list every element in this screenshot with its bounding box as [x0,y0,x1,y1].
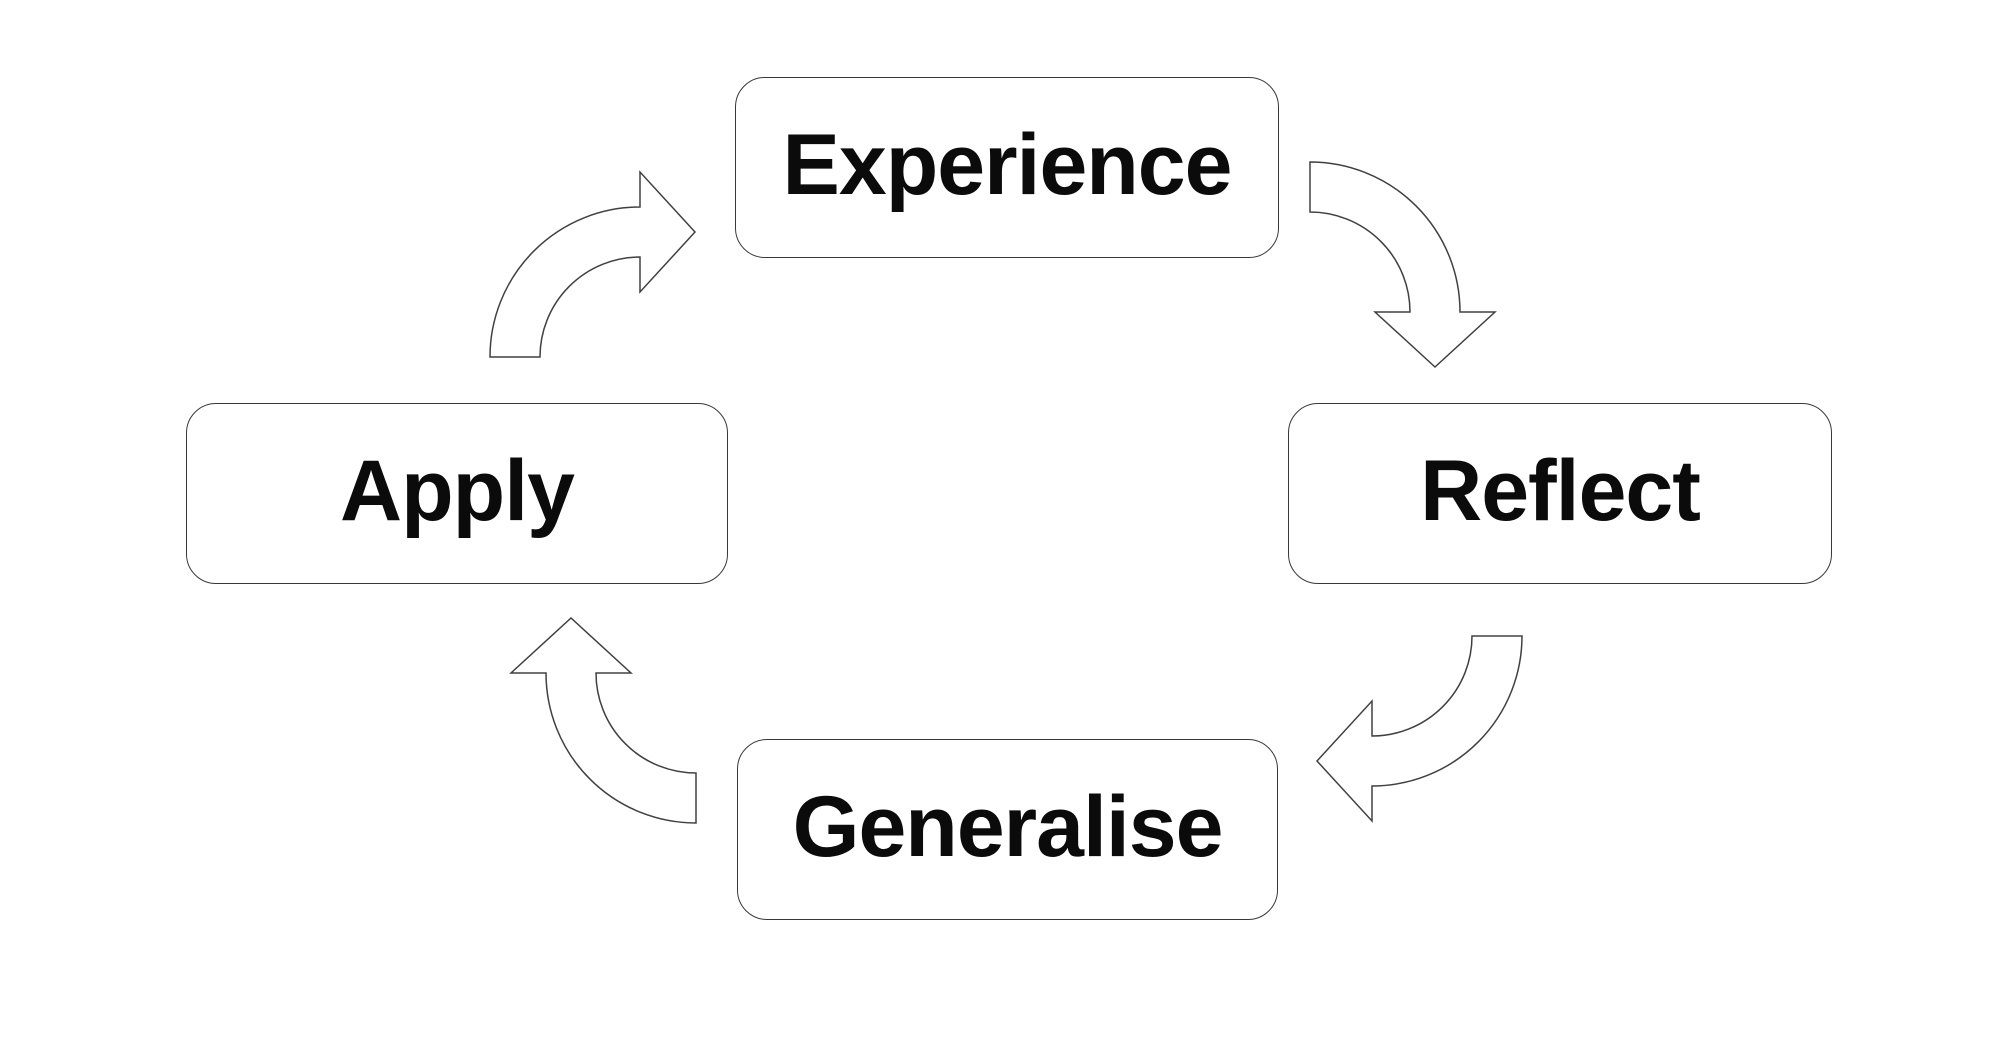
arrow-generalise-to-apply [510,617,697,824]
node-reflect-label: Reflect [1420,443,1701,539]
node-generalise: Generalise [737,739,1278,920]
node-reflect: Reflect [1288,403,1832,584]
node-experience: Experience [735,77,1279,258]
node-apply: Apply [186,403,728,584]
arrow-apply-to-experience [489,171,696,358]
arrow-reflect-to-generalise [1316,635,1523,822]
node-apply-label: Apply [340,443,575,539]
arrow-experience-to-reflect [1309,161,1496,368]
node-generalise-label: Generalise [792,779,1224,875]
node-experience-label: Experience [782,117,1233,213]
